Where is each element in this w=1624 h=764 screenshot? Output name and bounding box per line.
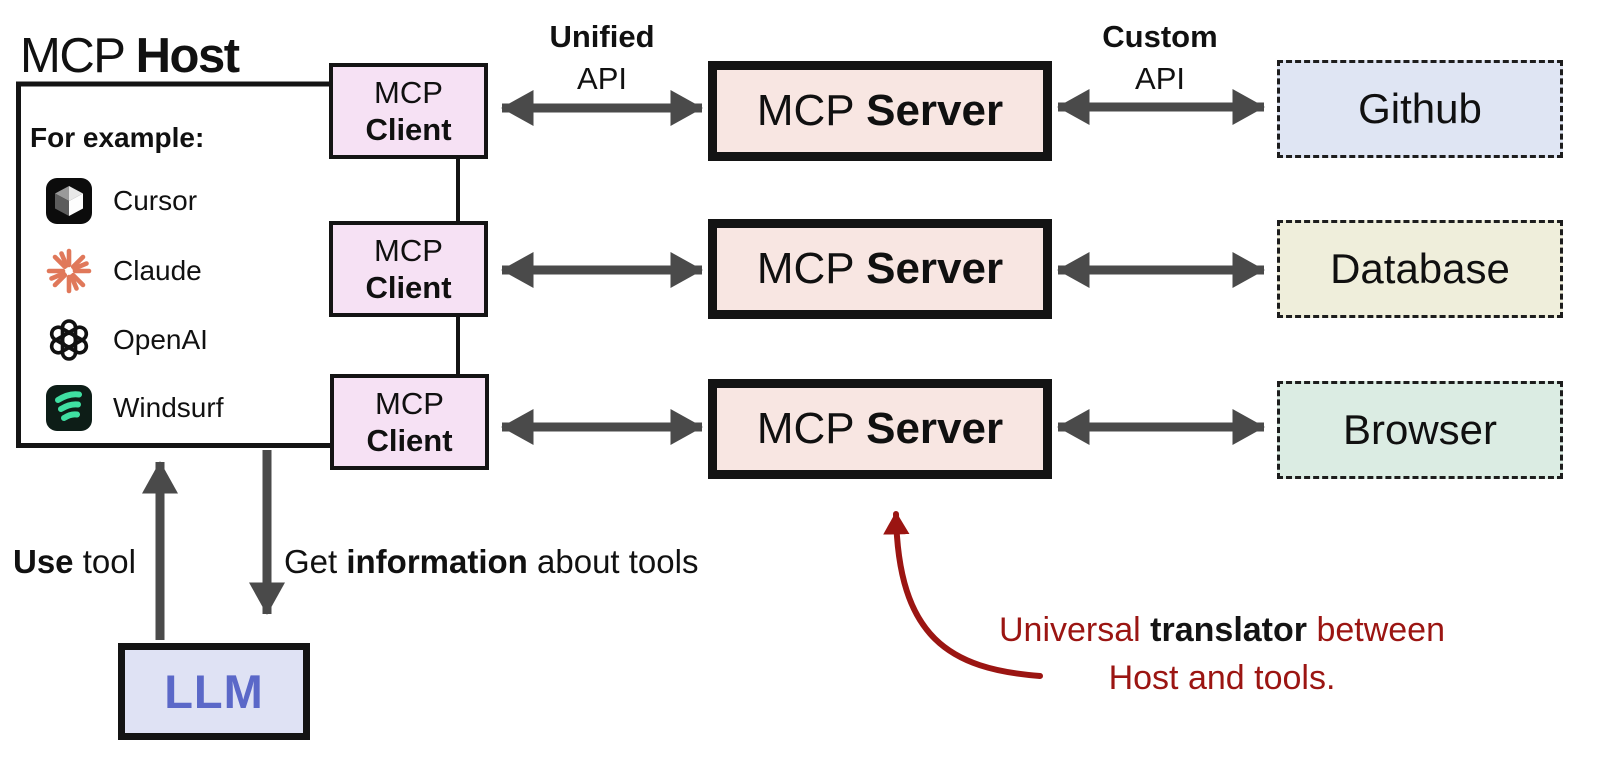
- mcp-client-box-1: MCP Client: [329, 63, 488, 159]
- unified-api-line2: API: [577, 61, 627, 96]
- client-line2: Client: [365, 112, 452, 147]
- mcp-server-box-2: MCP Server: [708, 219, 1052, 319]
- mcp-host-outline: [16, 81, 330, 448]
- mcp-server-box-1: MCP Server: [708, 61, 1052, 161]
- custom-api-line1: Custom: [1102, 19, 1218, 54]
- claude-icon: [45, 247, 93, 295]
- mcp-client-box-2: MCP Client: [329, 221, 488, 317]
- custom-api-label: Custom API: [1050, 16, 1270, 100]
- cursor-icon: [45, 177, 93, 225]
- openai-icon: [45, 316, 93, 364]
- unified-api-line1: Unified: [549, 19, 655, 54]
- use-tool-label: Use tool: [13, 543, 136, 580]
- app-row-windsurf: Windsurf: [45, 384, 223, 432]
- get-info-label: Get information about tools: [284, 543, 699, 580]
- unified-api-label: Unified API: [492, 16, 712, 100]
- client-line1: MCP: [375, 386, 444, 421]
- custom-api-line2: API: [1135, 61, 1185, 96]
- for-example-heading: For example:: [30, 122, 205, 153]
- app-label: OpenAI: [113, 324, 208, 355]
- windsurf-icon: [45, 384, 93, 432]
- mcp-server-box-3: MCP Server: [708, 379, 1052, 479]
- app-label: Cursor: [113, 185, 198, 216]
- client-line2: Client: [365, 270, 452, 305]
- server-label: MCP Server: [756, 404, 1004, 453]
- app-row-openai: OpenAI: [45, 316, 208, 364]
- client-line2: Client: [366, 423, 453, 458]
- tool-box-browser: Browser: [1277, 381, 1563, 479]
- server-label: MCP Server: [756, 244, 1004, 293]
- annotation-line1: Universal translator between: [999, 611, 1445, 649]
- app-label: Claude: [113, 255, 202, 286]
- server-label: MCP Server: [756, 86, 1004, 135]
- annotation-line2: Host and tools.: [1108, 659, 1336, 697]
- translator-annotation: Universal translator between Host and to…: [972, 606, 1472, 702]
- llm-label: LLM: [164, 665, 264, 718]
- client-line1: MCP: [374, 75, 443, 110]
- llm-box: LLM: [118, 643, 310, 740]
- mcp-client-box-3: MCP Client: [330, 374, 489, 470]
- tool-label: Database: [1330, 245, 1510, 292]
- tool-label: Browser: [1342, 406, 1498, 453]
- client-line1: MCP: [374, 233, 443, 268]
- app-row-cursor: Cursor: [45, 177, 197, 225]
- tool-box-database: Database: [1277, 220, 1563, 318]
- tool-box-github: Github: [1277, 60, 1563, 158]
- page-title: MCP Host: [20, 28, 240, 84]
- app-row-claude: Claude: [45, 247, 202, 295]
- title-bold: Host: [135, 29, 240, 83]
- title-normal: MCP: [20, 29, 136, 83]
- annotation-curved-arrow: [883, 511, 1043, 679]
- tool-label: Github: [1358, 85, 1482, 132]
- app-label: Windsurf: [113, 392, 224, 423]
